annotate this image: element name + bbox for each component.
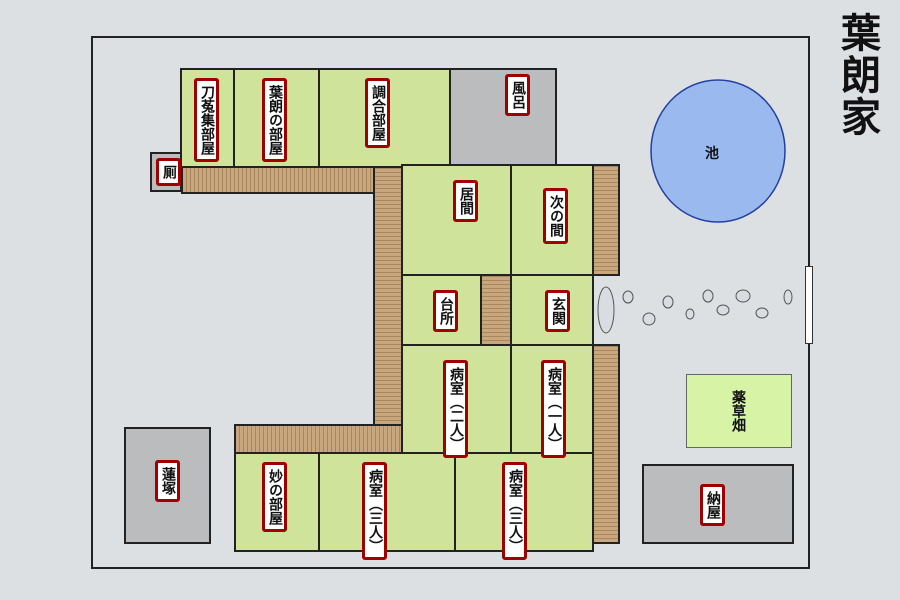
label-toutokushu: 刀菟集部屋 bbox=[194, 78, 219, 162]
corridor-bottom bbox=[234, 424, 403, 454]
label-yakusoubatake: 薬草畑 bbox=[730, 390, 746, 432]
label-chougou: 調合部屋 bbox=[365, 78, 390, 148]
label-ima: 居間 bbox=[453, 180, 478, 222]
label-furo: 風呂 bbox=[505, 74, 530, 116]
room-genkan bbox=[510, 274, 594, 346]
label-pond: 池 bbox=[705, 146, 719, 162]
corridor-right-bottom bbox=[592, 344, 620, 544]
herb-garden bbox=[686, 374, 792, 448]
pond bbox=[650, 79, 786, 223]
label-daidokoro: 台所 bbox=[433, 290, 458, 332]
corridor-right-top bbox=[592, 164, 620, 276]
page-title: 葉朗家 bbox=[834, 12, 881, 138]
corridor-left-vertical bbox=[373, 166, 403, 454]
label-byoushitsu-3a: 病室（三人） bbox=[362, 462, 387, 560]
label-naya: 納屋 bbox=[700, 484, 725, 526]
label-tsuginoma: 次の間 bbox=[543, 188, 568, 244]
label-genkan: 玄関 bbox=[545, 290, 570, 332]
label-kawaya: 厠 bbox=[156, 158, 181, 186]
room-furo bbox=[449, 68, 557, 166]
label-tae: 妙の部屋 bbox=[262, 462, 287, 532]
label-byoushitsu-1: 病室（一人） bbox=[541, 360, 566, 458]
corridor-middle bbox=[480, 274, 512, 346]
label-hagane: 葉朗の部屋 bbox=[262, 78, 287, 162]
label-byoushitsu-3b: 病室（三人） bbox=[502, 462, 527, 560]
stepping-stones bbox=[597, 286, 793, 334]
label-byoushitsu-2: 病室（二人） bbox=[443, 360, 468, 458]
room-byoushitsu-3a bbox=[318, 452, 456, 552]
corridor-top bbox=[181, 166, 403, 194]
label-hasuzuka: 蓮塚 bbox=[155, 460, 180, 502]
gate bbox=[805, 266, 813, 344]
